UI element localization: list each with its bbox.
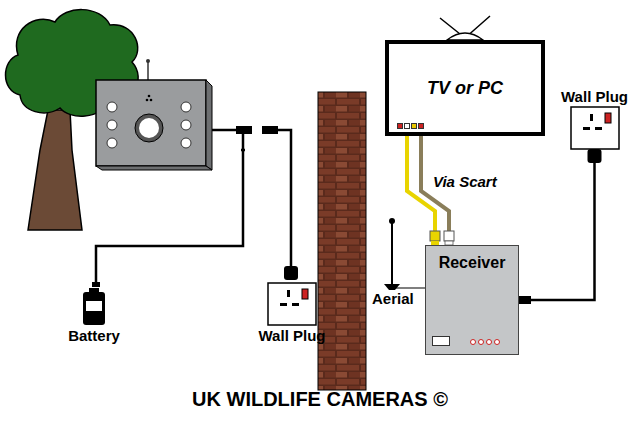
camera-bottom bbox=[96, 166, 212, 170]
socket-slot bbox=[287, 290, 290, 297]
wall-plug-icon bbox=[569, 105, 621, 151]
part-label: Wall Plug bbox=[561, 88, 628, 105]
scart-plug bbox=[444, 231, 454, 241]
brick-wall bbox=[318, 92, 366, 390]
tv-port bbox=[411, 123, 417, 129]
tv-port bbox=[418, 123, 424, 129]
tv-screen: TV or PC bbox=[385, 40, 545, 136]
camera-ir-light bbox=[107, 120, 117, 130]
camera-led bbox=[148, 95, 151, 98]
camera-side bbox=[206, 80, 212, 170]
camera-ir-light bbox=[181, 120, 191, 130]
socket-switch bbox=[302, 289, 308, 299]
camera-antenna bbox=[147, 62, 149, 82]
socket-plate bbox=[268, 283, 316, 325]
camera-ir-light bbox=[181, 102, 191, 112]
tv-antenna-base bbox=[447, 33, 483, 40]
socket-slot bbox=[583, 127, 590, 130]
battery-icon bbox=[80, 287, 108, 327]
connector bbox=[519, 149, 602, 304]
tree-trunk bbox=[28, 110, 82, 230]
tv-port bbox=[397, 123, 403, 129]
power-cable bbox=[519, 151, 595, 300]
wall-plug-icon bbox=[266, 281, 318, 327]
cable-splitter bbox=[236, 126, 252, 134]
plug-head bbox=[284, 266, 298, 280]
part-label: Wall Plug bbox=[259, 327, 326, 344]
receiver-box: Receiver bbox=[425, 245, 519, 355]
receiver-led bbox=[486, 339, 492, 345]
box-title: Receiver bbox=[426, 254, 518, 272]
power-cable bbox=[96, 134, 245, 284]
camera-led bbox=[146, 99, 149, 102]
aerial-tip bbox=[389, 218, 395, 224]
socket-slot bbox=[292, 303, 299, 306]
camera-led bbox=[150, 99, 153, 102]
receiver-led bbox=[478, 339, 484, 345]
aerial-base bbox=[384, 284, 400, 290]
power-cable bbox=[278, 130, 291, 268]
socket-slot bbox=[280, 303, 287, 306]
socket-slot bbox=[595, 127, 602, 130]
camera-antenna-tip bbox=[146, 59, 150, 63]
battery-label-band bbox=[86, 301, 102, 311]
wall-plug: Wall Plug bbox=[250, 281, 334, 344]
power-connector bbox=[519, 296, 531, 304]
camera-lens-ring bbox=[135, 114, 163, 142]
camera-ir-light bbox=[107, 102, 117, 112]
part-label: Battery bbox=[68, 327, 120, 344]
caption: UK WILDLIFE CAMERAS © bbox=[0, 388, 640, 411]
wall-plug: Wall Plug bbox=[553, 88, 636, 151]
tv-port bbox=[404, 123, 410, 129]
cable-connector bbox=[262, 126, 278, 134]
box-title: TV or PC bbox=[427, 78, 503, 99]
battery-lead-end bbox=[92, 282, 100, 287]
edge-label: Via Scart bbox=[431, 173, 499, 190]
receiver-led bbox=[470, 339, 476, 345]
camera-lens bbox=[139, 118, 159, 138]
battery-body bbox=[83, 292, 105, 325]
aerial-rod bbox=[391, 222, 393, 284]
socket-switch bbox=[605, 113, 611, 123]
receiver-led bbox=[494, 339, 500, 345]
plug-head bbox=[588, 149, 602, 163]
battery: Battery bbox=[52, 287, 136, 344]
socket-plate bbox=[571, 107, 619, 149]
scart-plug bbox=[430, 231, 440, 241]
socket-slot bbox=[590, 114, 593, 121]
connector bbox=[407, 136, 454, 245]
part-label: Aerial bbox=[372, 290, 414, 307]
power-cable bbox=[212, 129, 238, 132]
camera-ir-light bbox=[107, 138, 117, 148]
camera-housing bbox=[96, 80, 206, 166]
camera-ir-light bbox=[181, 138, 191, 148]
receiver-display bbox=[432, 336, 450, 346]
